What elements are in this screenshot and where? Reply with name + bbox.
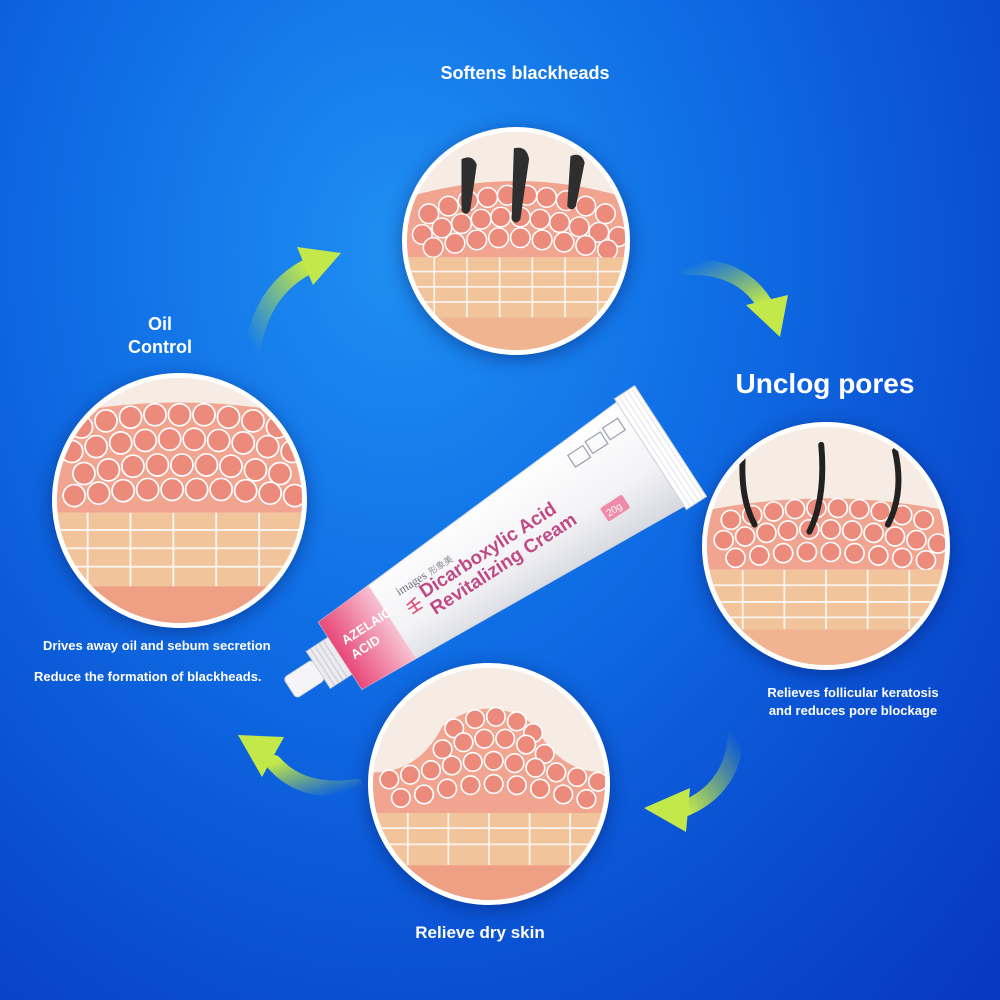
relieve-dry-skin-label: Relieve dry skin — [415, 923, 545, 942]
oil-control-label: Oil Control — [110, 313, 210, 359]
oil-control-label-line1: Oil — [147, 314, 172, 334]
skin-layers-illustration — [373, 668, 605, 900]
skin-diagram-dry — [368, 663, 610, 905]
skin-diagram-blackheads — [402, 127, 630, 355]
tube-name-cn: 壬 — [403, 594, 425, 617]
cycle-arrow-icon — [245, 247, 341, 355]
oil-description-2: Reduce the formation of blackheads. — [34, 669, 262, 684]
unclog-pores-label: Unclog pores — [735, 368, 915, 399]
softens-blackheads-label: Softens blackheads — [440, 63, 610, 83]
oil-control-label-line2: Control — [128, 337, 192, 357]
tube-name-line2: Revitalizing Cream — [427, 509, 581, 619]
tube-weight: 20g — [605, 501, 625, 519]
unclog-description-1: Relieves follicular keratosis — [767, 685, 939, 700]
tube-brand: images — [393, 568, 429, 598]
cycle-arrow-icon — [680, 258, 788, 337]
tube-brand-cn: 形象美 — [426, 553, 455, 578]
skin-diagram-oil — [52, 373, 307, 628]
tube-name-line1: Dicarboxylic Acid — [416, 499, 561, 603]
cycle-arrow-icon — [644, 730, 744, 832]
skin-layers-illustration — [57, 378, 302, 623]
oil-description-1: Drives away oil and sebum secretion — [43, 638, 271, 653]
tube-tag-line2: ACID — [348, 632, 383, 662]
skin-diagram-pores — [702, 422, 950, 670]
skin-layers-illustration — [407, 132, 625, 350]
unclog-description-2: and reduces pore blockage — [768, 703, 938, 718]
unclog-description: Relieves follicular keratosis and reduce… — [748, 684, 958, 720]
cycle-arrow-icon — [238, 735, 362, 797]
skin-layers-illustration — [707, 427, 945, 665]
tube-tag-line1: AZELAIC — [339, 604, 395, 648]
